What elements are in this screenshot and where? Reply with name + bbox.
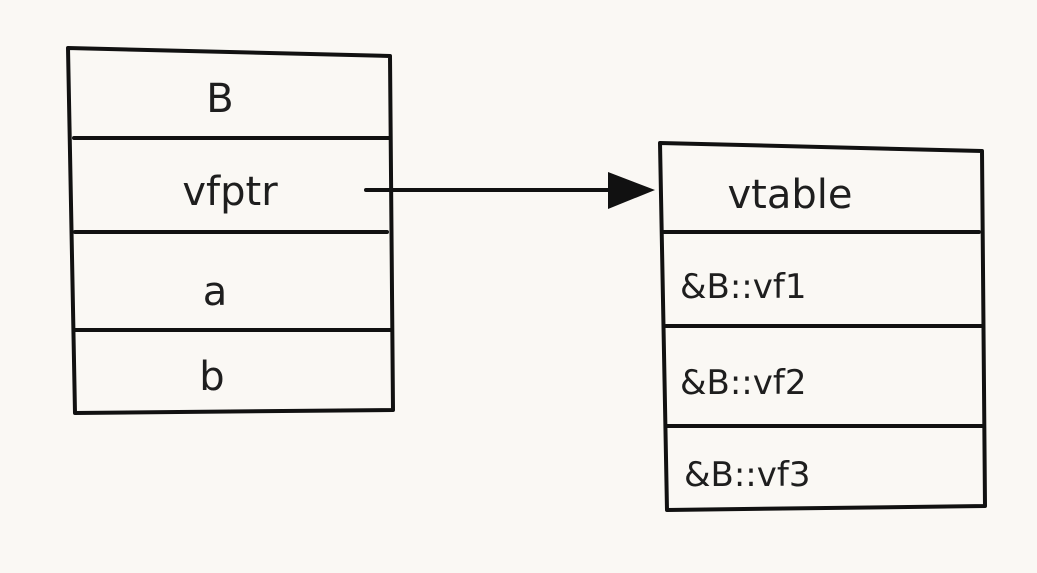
vtable-box: vtable &B::vf1 &B::vf2 &B::vf3: [658, 141, 987, 512]
object-box-border: [66, 46, 395, 415]
object-box: B vfptr a b: [66, 46, 395, 415]
object-field-a: a: [203, 269, 228, 315]
object-title: B: [206, 76, 233, 122]
vtable-box-border: [658, 141, 987, 512]
object-field-b: b: [199, 354, 224, 400]
vtable-entry-vf3: &B::vf3: [684, 455, 810, 495]
vtable-entry-vf1: &B::vf1: [680, 267, 806, 307]
arrow-head: [608, 172, 655, 209]
vtable-entry-vf2: &B::vf2: [680, 363, 806, 403]
object-field-vfptr: vfptr: [182, 169, 278, 215]
vtable-title: vtable: [728, 172, 853, 218]
vfptr-arrow: [364, 172, 655, 209]
